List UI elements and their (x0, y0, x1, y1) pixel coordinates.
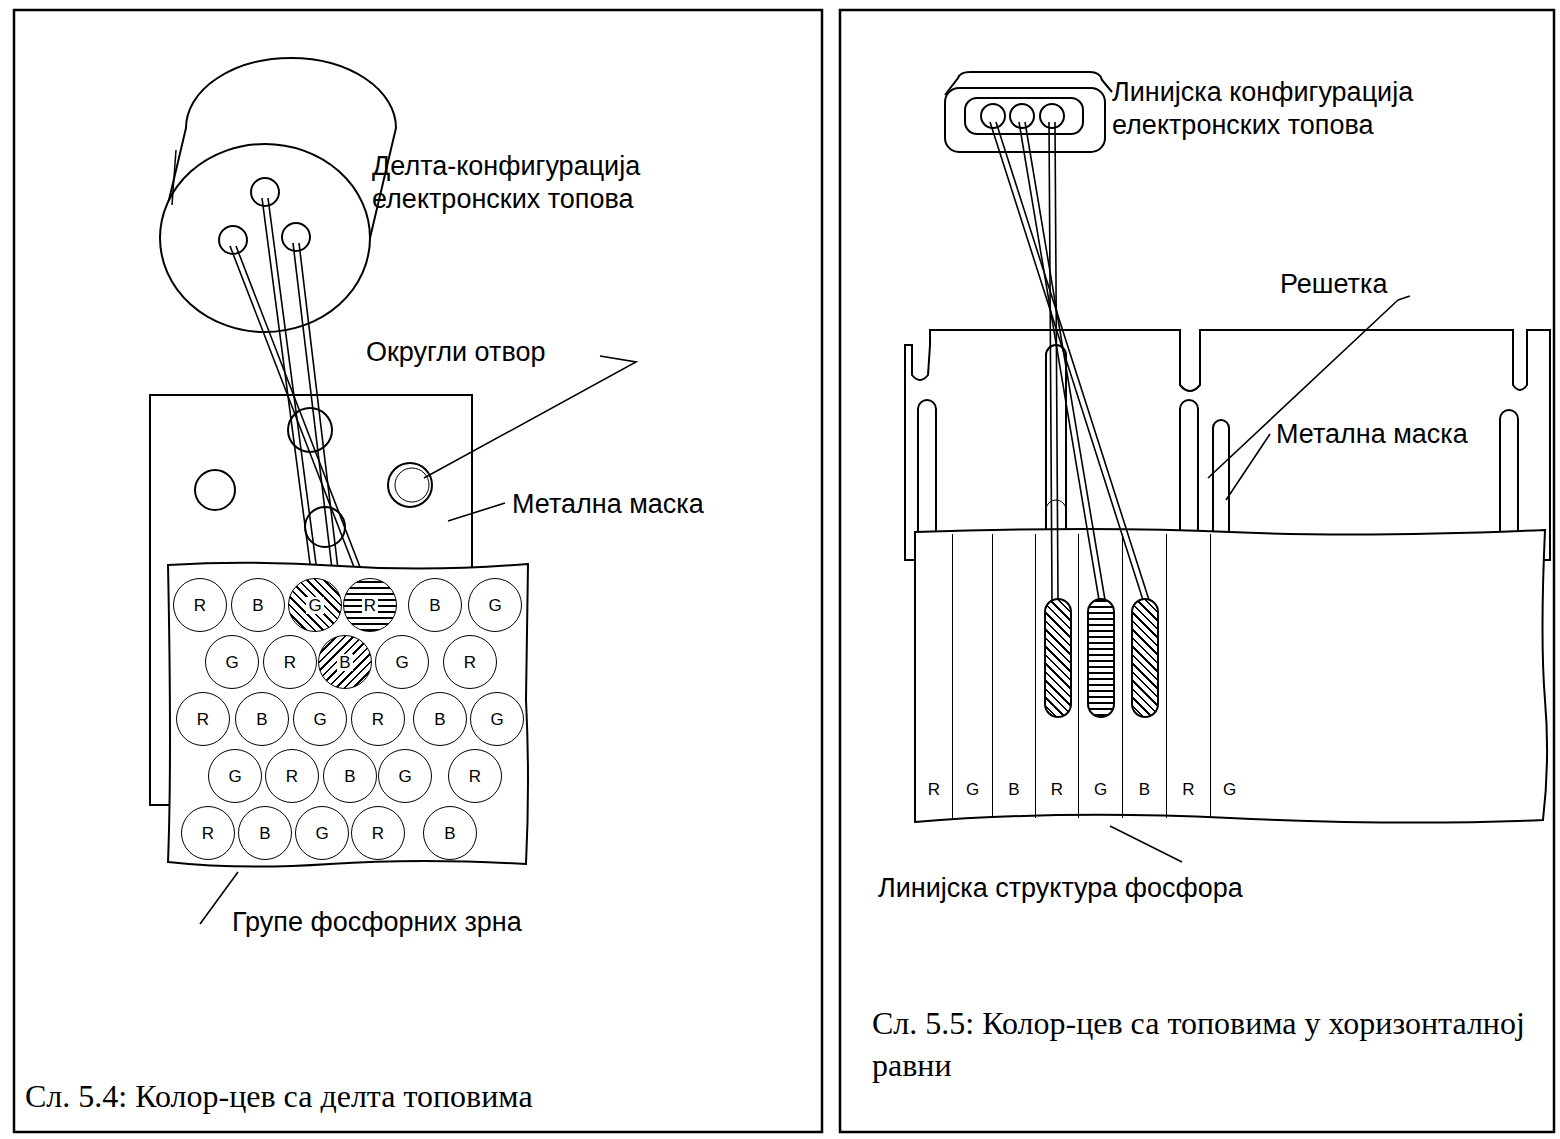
phosphor-strip: R (1166, 534, 1210, 818)
color-letter: G (486, 597, 503, 614)
phosphor-strip: R (915, 534, 952, 818)
color-letter: R (200, 825, 216, 842)
color-letter: R (282, 654, 298, 671)
color-letter: B (257, 825, 272, 842)
color-letter: G (1221, 781, 1238, 798)
color-letter: R (1049, 781, 1065, 798)
phosphor-dot: G (208, 749, 262, 803)
color-letter: B (337, 654, 352, 671)
phosphor-dot: G (470, 692, 524, 746)
beam-spot (1044, 598, 1072, 718)
phosphor-dot: R (173, 578, 227, 632)
phosphor-dot: R (343, 578, 397, 632)
color-letter: G (226, 768, 243, 785)
beam-spot (1087, 598, 1115, 718)
part-label: Метална маска (512, 488, 772, 521)
phosphor-dot: B (413, 692, 467, 746)
phosphor-dot: G (375, 635, 429, 689)
part-label: Метална маска (1276, 418, 1546, 451)
phosphor-dot: B (318, 635, 372, 689)
phosphor-dot: B (235, 692, 289, 746)
color-letter: B (254, 711, 269, 728)
color-letter: R (362, 597, 378, 614)
phosphor-dot: R (265, 749, 319, 803)
color-letter: B (427, 597, 442, 614)
phosphor-strip: G (1078, 534, 1122, 818)
color-letter: G (488, 711, 505, 728)
figure-caption: Сл. 5.4: Колор-цев са делта топовима (25, 1076, 805, 1118)
color-letter: G (964, 781, 981, 798)
color-letter: G (313, 825, 330, 842)
color-letter: B (250, 597, 265, 614)
color-letter: B (1006, 781, 1021, 798)
part-label: Округли отвор (366, 336, 626, 369)
color-letter: R (370, 711, 386, 728)
part-label: Групе фосфорних зрна (232, 906, 592, 939)
phosphor-dot: R (176, 692, 230, 746)
phosphor-dot: B (323, 749, 377, 803)
color-letter: R (195, 711, 211, 728)
phosphor-dot: G (288, 578, 342, 632)
phosphor-strip: R (1035, 534, 1078, 818)
color-letter: R (192, 597, 208, 614)
color-letter: R (370, 825, 386, 842)
color-letter: B (442, 825, 457, 842)
color-letter: G (393, 654, 410, 671)
color-letter: G (306, 597, 323, 614)
phosphor-dot: B (408, 578, 462, 632)
color-letter: R (462, 654, 478, 671)
color-letter: B (342, 768, 357, 785)
phosphor-dot: R (351, 692, 405, 746)
phosphor-dot: G (205, 635, 259, 689)
phosphor-strip: G (952, 534, 992, 818)
part-label: Линијска структура фосфора (878, 872, 1298, 905)
color-letter: G (396, 768, 413, 785)
part-label: Решетка (1280, 268, 1430, 301)
phosphor-dot: R (263, 635, 317, 689)
color-letter: G (1092, 781, 1109, 798)
color-letter: G (223, 654, 240, 671)
phosphor-dot: B (238, 806, 292, 860)
phosphor-dot: G (378, 749, 432, 803)
color-letter: R (467, 768, 483, 785)
phosphor-dot: R (443, 635, 497, 689)
phosphor-dot: R (448, 749, 502, 803)
color-letter: R (926, 781, 942, 798)
phosphor-dot: R (351, 806, 405, 860)
phosphor-dot: G (468, 578, 522, 632)
color-letter: R (284, 768, 300, 785)
part-label: Линијска конфигурација електронских топо… (1112, 76, 1542, 142)
phosphor-dot: B (423, 806, 477, 860)
phosphor-strip: B (992, 534, 1035, 818)
figure-caption: Сл. 5.5: Колор-цев са топовима у хоризон… (872, 1003, 1532, 1086)
phosphor-dot: R (181, 806, 235, 860)
phosphor-dot: G (293, 692, 347, 746)
color-letter: G (311, 711, 328, 728)
color-letter: R (1180, 781, 1196, 798)
beam-spot (1131, 598, 1159, 718)
phosphor-strip: B (1122, 534, 1166, 818)
color-letter: B (1137, 781, 1152, 798)
phosphor-strip: G (1210, 534, 1248, 818)
phosphor-dot: G (295, 806, 349, 860)
phosphor-dot: B (231, 578, 285, 632)
color-letter: B (432, 711, 447, 728)
part-label: Делта-конфигурација електронских топова (372, 150, 712, 216)
